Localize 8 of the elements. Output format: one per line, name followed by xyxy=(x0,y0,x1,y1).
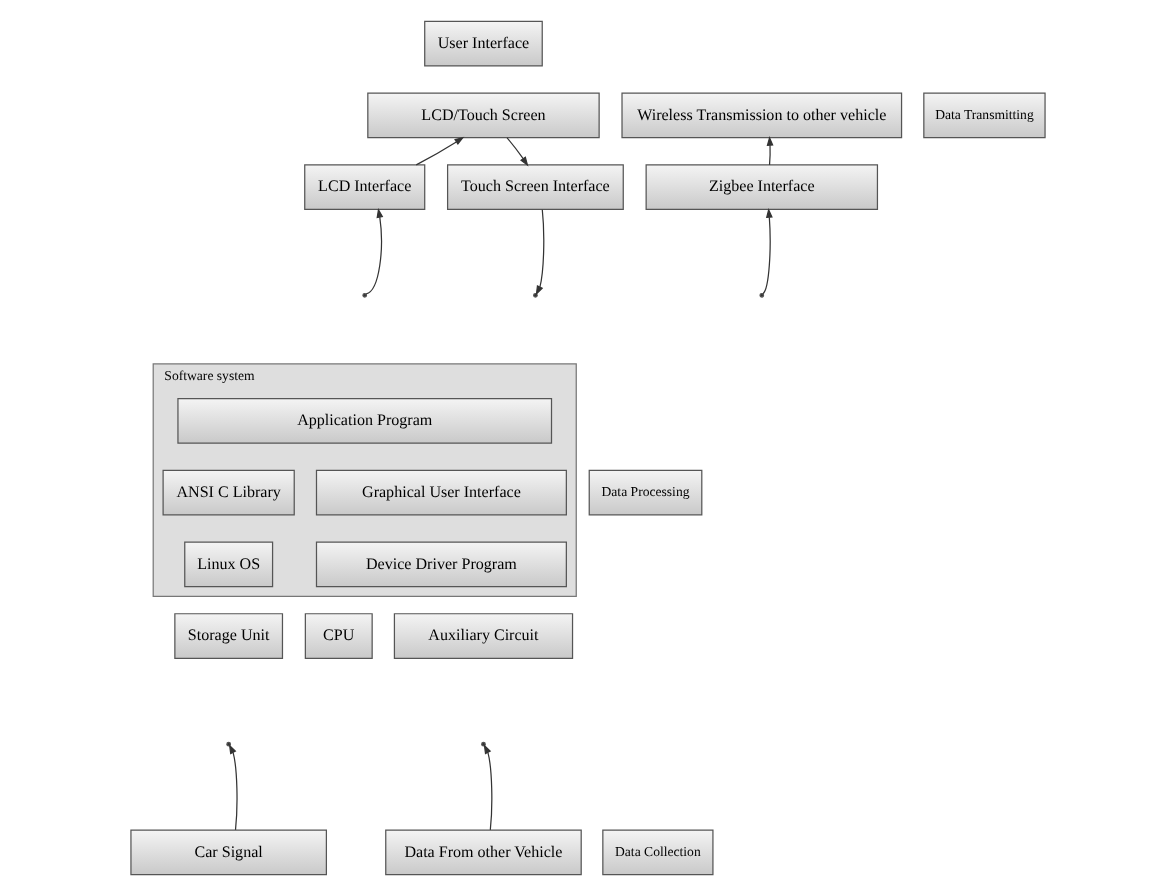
arrow xyxy=(483,744,493,831)
arrow xyxy=(415,136,465,166)
arrow xyxy=(228,744,238,831)
arrow xyxy=(762,207,773,295)
arrow xyxy=(766,135,774,166)
arrow xyxy=(535,209,545,296)
arrow xyxy=(506,137,529,167)
arrow xyxy=(365,207,384,295)
